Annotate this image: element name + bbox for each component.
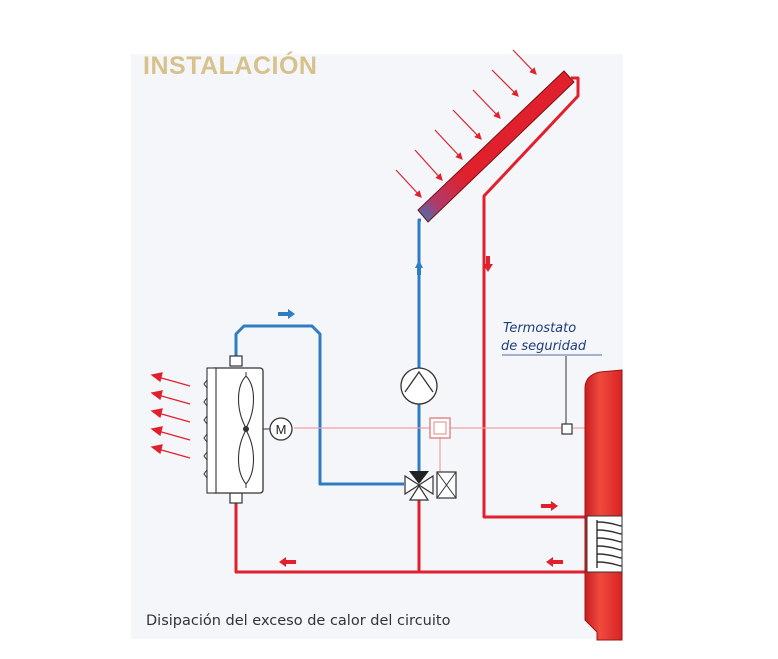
flow-left-arrow-icon bbox=[279, 557, 296, 567]
sun-ray-icon bbox=[472, 89, 501, 119]
cold-pipe bbox=[234, 218, 421, 486]
sun-ray-icon bbox=[491, 69, 519, 97]
flow-right-arrow-icon bbox=[278, 309, 295, 319]
thermostat-label-line1: Termostato bbox=[503, 321, 576, 336]
fan-coil-icon bbox=[203, 355, 264, 504]
fan-coil-inlet bbox=[229, 355, 243, 367]
fan-coil-outlet bbox=[229, 492, 243, 504]
sun-ray-icon bbox=[452, 109, 482, 140]
page-title: INSTALACIÓN bbox=[143, 52, 318, 80]
pump-icon bbox=[400, 367, 438, 405]
tank-coil bbox=[596, 520, 623, 568]
heat-dissipation-arrows bbox=[150, 372, 191, 459]
sun-ray-icon bbox=[414, 149, 443, 181]
flow-right-arrow-icon bbox=[541, 501, 558, 511]
hot-pipe bbox=[234, 76, 588, 574]
sun-ray-icon bbox=[395, 169, 422, 198]
sun-ray-icon bbox=[434, 129, 463, 160]
fan-blade-top bbox=[237, 375, 255, 430]
thermostat-icon bbox=[502, 354, 602, 435]
sun-ray-icon bbox=[512, 49, 537, 75]
diagram-background bbox=[131, 54, 623, 639]
flow-up-arrow-icon bbox=[415, 260, 423, 275]
sun-rays bbox=[395, 49, 537, 198]
diagram-caption: Disipación del exceso de calor del circu… bbox=[146, 613, 451, 629]
flow-down-arrow-icon bbox=[483, 256, 493, 272]
flow-arrows bbox=[278, 256, 563, 567]
fan-blade-bottom bbox=[237, 428, 255, 485]
motor-icon: M bbox=[263, 417, 293, 441]
flow-left-arrow-icon bbox=[546, 557, 563, 567]
motor-label: M bbox=[276, 422, 287, 437]
thermostat-label-line2: de seguridad bbox=[501, 339, 587, 354]
three-way-valve-icon bbox=[404, 471, 457, 501]
storage-tank-icon bbox=[584, 369, 623, 641]
solar-collector-icon bbox=[417, 70, 575, 223]
